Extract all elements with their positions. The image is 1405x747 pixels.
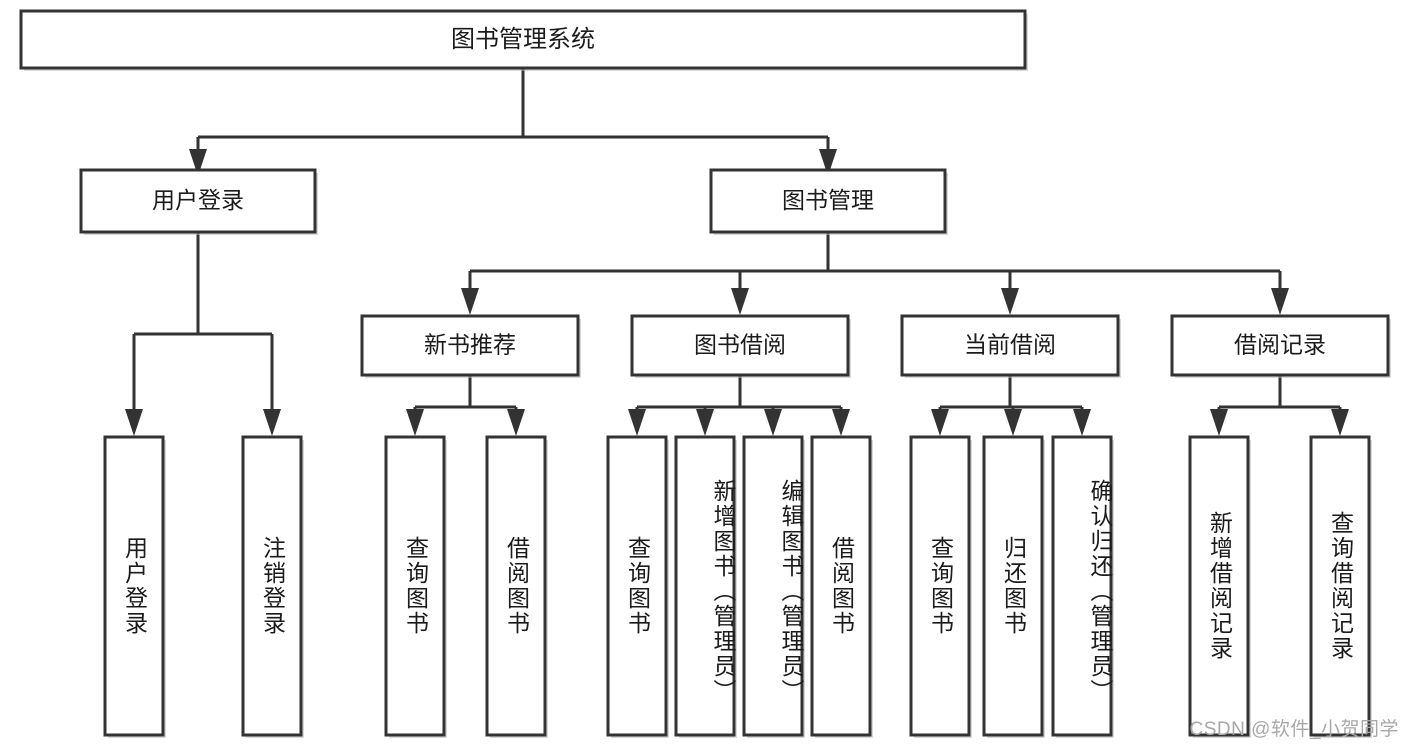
connector-group-edge-root-bus <box>189 68 837 176</box>
node-box-leaf-borrow-book-1[interactable] <box>485 435 547 737</box>
connector-group-edge-record-bus <box>1210 375 1349 436</box>
node-box-leaf-query-book-1[interactable] <box>384 435 446 737</box>
arrow-head-icon <box>507 409 525 436</box>
node-box-leaf-add-book[interactable] <box>674 435 736 737</box>
arrow-head-icon <box>764 409 782 436</box>
connector-group-edge-bookborrow-bus <box>628 375 850 436</box>
node-box-leaf-query-record[interactable] <box>1309 435 1371 737</box>
node-label-book-manage: 图书管理 <box>782 187 874 213</box>
arrow-head-icon <box>125 409 143 436</box>
node-box-user-login[interactable] <box>79 168 317 234</box>
node-box-borrow-record[interactable] <box>1170 314 1390 377</box>
node-label-book-borrow: 图书借阅 <box>694 332 786 358</box>
arrow-head-icon <box>819 149 837 176</box>
boxes-layer <box>19 9 1391 738</box>
arrow-head-icon <box>1210 409 1228 436</box>
node-box-leaf-add-record[interactable] <box>1188 435 1250 737</box>
arrow-head-icon <box>1004 409 1022 436</box>
node-label-user-login: 用户登录 <box>152 187 244 213</box>
arrow-head-icon <box>263 409 281 436</box>
arrow-head-icon <box>931 409 949 436</box>
arrow-head-icon <box>1331 409 1349 436</box>
node-label-new-book-rec: 新书推荐 <box>424 332 516 358</box>
node-label-borrow-record: 借阅记录 <box>1234 332 1326 358</box>
node-box-book-borrow[interactable] <box>630 314 850 377</box>
arrow-head-icon <box>461 288 479 315</box>
arrow-head-icon <box>1001 288 1019 315</box>
node-box-leaf-user-login[interactable] <box>103 435 165 737</box>
node-box-new-book-rec[interactable] <box>360 314 580 377</box>
arrow-head-icon <box>628 409 646 436</box>
connector-group-edge-curborrow-bus <box>931 375 1091 436</box>
node-box-root[interactable] <box>19 9 1027 70</box>
node-box-leaf-confirm-return[interactable] <box>1051 435 1113 737</box>
node-box-leaf-query-book-3[interactable] <box>909 435 971 737</box>
node-box-leaf-query-book-2[interactable] <box>606 435 668 737</box>
node-box-book-manage[interactable] <box>709 168 947 234</box>
arrow-head-icon <box>731 288 749 315</box>
connector-group-edge-bookmanage-bus <box>461 232 1289 315</box>
connectors-layer <box>125 68 1349 436</box>
connector-group-edge-newbook-bus <box>406 375 525 436</box>
connector-group-edge-userlogin-bus <box>125 232 281 436</box>
node-label-root: 图书管理系统 <box>451 26 595 53</box>
node-box-leaf-borrow-book-2[interactable] <box>810 435 872 737</box>
node-box-leaf-user-logout[interactable] <box>241 435 303 737</box>
watermark-credit: CSDN @软件_小贺同学 <box>1189 719 1399 740</box>
node-box-leaf-return-book[interactable] <box>982 435 1044 737</box>
node-box-leaf-edit-book[interactable] <box>742 435 804 737</box>
arrow-head-icon <box>406 409 424 436</box>
arrow-head-icon <box>1271 288 1289 315</box>
arrow-head-icon <box>832 409 850 436</box>
arrow-head-icon <box>696 409 714 436</box>
arrow-head-icon <box>1073 409 1091 436</box>
arrow-head-icon <box>189 149 207 176</box>
node-label-current-borrow: 当前借阅 <box>964 332 1056 358</box>
node-box-current-borrow[interactable] <box>900 314 1120 377</box>
